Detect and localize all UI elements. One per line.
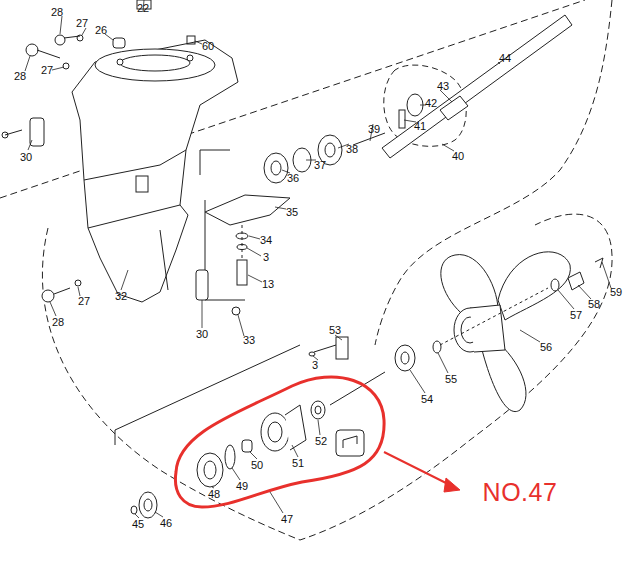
part-reference: NO.47: [482, 480, 559, 505]
callout-number: 60: [201, 41, 215, 52]
bolt: [42, 290, 54, 302]
callout-number: 55: [444, 374, 458, 385]
part: [196, 270, 208, 300]
pointer-arrow: [384, 452, 452, 486]
callout-number: 50: [250, 460, 264, 471]
callout-number: 57: [569, 310, 583, 321]
callout-number: 37: [313, 160, 327, 171]
bolt: [26, 44, 38, 56]
callout-number: 42: [424, 98, 438, 109]
callout-number: 30: [195, 329, 209, 340]
callout-number: 41: [413, 121, 427, 132]
bolt: [55, 35, 65, 45]
callout-number: 56: [539, 342, 553, 353]
callout-number: 39: [367, 124, 381, 135]
callout-number: 51: [291, 458, 305, 469]
washer: [75, 280, 81, 286]
callout-number: 44: [498, 53, 512, 64]
callout-number: 32: [114, 291, 128, 302]
callout-number: 3: [262, 252, 270, 263]
washer: [63, 63, 69, 69]
callout-number: 54: [420, 394, 434, 405]
callout-number: 28: [51, 317, 65, 328]
highlight-outline: [175, 377, 384, 507]
callout-number: 40: [451, 151, 465, 162]
anode: [205, 195, 290, 225]
part: [30, 118, 44, 146]
leader-lines: [25, 0, 611, 518]
callout-number: 13: [261, 279, 275, 290]
callout-number: 52: [314, 436, 328, 447]
callout-number: 27: [75, 18, 89, 29]
callout-number: 59: [609, 287, 623, 298]
callout-number: 27: [77, 296, 91, 307]
callout-number: 35: [285, 207, 299, 218]
washer: [77, 35, 83, 41]
callout-number: 3: [311, 360, 319, 371]
callout-number: 43: [436, 81, 450, 92]
callout-number: 58: [587, 299, 601, 310]
screw: [232, 307, 240, 315]
shaft-parts: [264, 94, 423, 183]
drive-shaft: [382, 15, 572, 158]
washer: [236, 233, 248, 239]
callout-number: 34: [259, 235, 273, 246]
dashed-outline: [375, 0, 612, 345]
arrowhead: [444, 478, 460, 492]
callout-number: 28: [13, 71, 27, 82]
callout-number: 30: [19, 152, 33, 163]
bolt: [237, 260, 247, 285]
lower-housing: [72, 40, 238, 302]
callout-number: 27: [40, 65, 54, 76]
callout-number: 36: [286, 173, 300, 184]
part: [113, 38, 125, 48]
callout-number: 38: [345, 144, 359, 155]
gear-parts: [131, 337, 441, 518]
callout-number: 47: [280, 514, 294, 525]
callout-number: 49: [235, 481, 249, 492]
washer: [237, 245, 247, 250]
callout-number: 26: [94, 25, 108, 36]
propeller: [440, 252, 603, 412]
callout-number: 45: [131, 519, 145, 530]
callout-number: 48: [207, 489, 221, 500]
callout-number: 53: [328, 325, 342, 336]
callout-number: 28: [50, 7, 64, 18]
callout-number: 46: [159, 518, 173, 529]
part: [187, 36, 195, 44]
callout-number: 33: [242, 335, 256, 346]
callout-number: 22: [136, 2, 150, 13]
